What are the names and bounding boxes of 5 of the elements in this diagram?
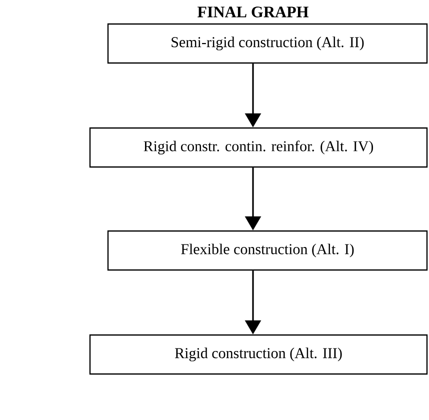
- title: FINAL GRAPH: [198, 6, 308, 18]
- process-box: Rigid constr. contin. reinfor. (Alt. IV): [89, 127, 428, 168]
- process-box: Semi-rigid construction (Alt. II): [107, 23, 428, 64]
- process-box: Rigid construction (Alt. III): [89, 334, 428, 375]
- process-box: Flexible construction (Alt. I): [107, 230, 428, 271]
